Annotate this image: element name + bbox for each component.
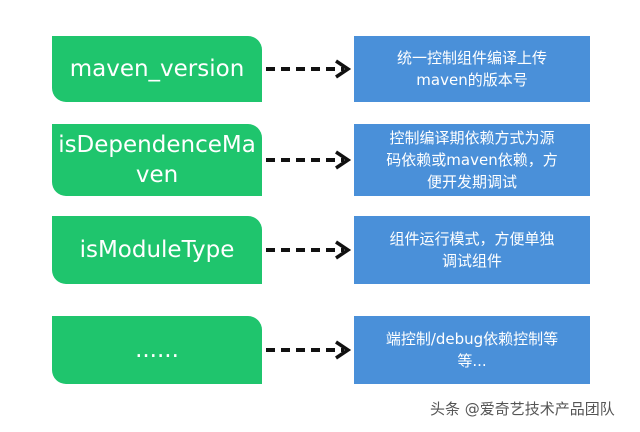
- desc-line: 端控制/debug依赖控制等: [385, 330, 559, 348]
- key-box-more: ......: [52, 316, 262, 384]
- dashed-arrow-icon: [266, 59, 352, 79]
- desc-box-is-module-type: 组件运行模式，方便单独 调试组件: [354, 216, 590, 284]
- desc-line: 调试组件: [441, 252, 502, 270]
- desc-box-is-dependence-maven: 控制编译期依赖方式为源 码依赖或maven依赖，方 便开发期调试: [354, 124, 590, 196]
- key-label: isDependenceMaven: [58, 132, 256, 188]
- desc-line: 便开发期调试: [426, 173, 517, 191]
- key-box-is-module-type: isModuleType: [52, 216, 262, 284]
- desc-box-maven-version: 统一控制组件编译上传 maven的版本号: [354, 36, 590, 102]
- key-box-is-dependence-maven: isDependenceMaven: [52, 124, 262, 196]
- dashed-arrow-icon: [266, 150, 352, 170]
- desc-box-more: 端控制/debug依赖控制等 等...: [354, 316, 590, 384]
- desc-line: 统一控制组件编译上传: [396, 49, 547, 67]
- key-label: ......: [135, 337, 179, 363]
- watermark-text: 头条 @爱奇艺技术产品团队: [430, 400, 615, 418]
- desc-line: 等...: [457, 352, 487, 370]
- desc-line: 码依赖或maven依赖，方: [386, 151, 558, 169]
- key-label: isModuleType: [79, 237, 235, 263]
- desc-line: 组件运行模式，方便单独: [389, 230, 555, 248]
- desc-line: 控制编译期依赖方式为源: [389, 129, 555, 147]
- key-label: maven_version: [69, 56, 245, 82]
- dashed-arrow-icon: [266, 340, 352, 360]
- key-box-maven-version: maven_version: [52, 36, 262, 102]
- dashed-arrow-icon: [266, 240, 352, 260]
- desc-line: maven的版本号: [416, 71, 528, 89]
